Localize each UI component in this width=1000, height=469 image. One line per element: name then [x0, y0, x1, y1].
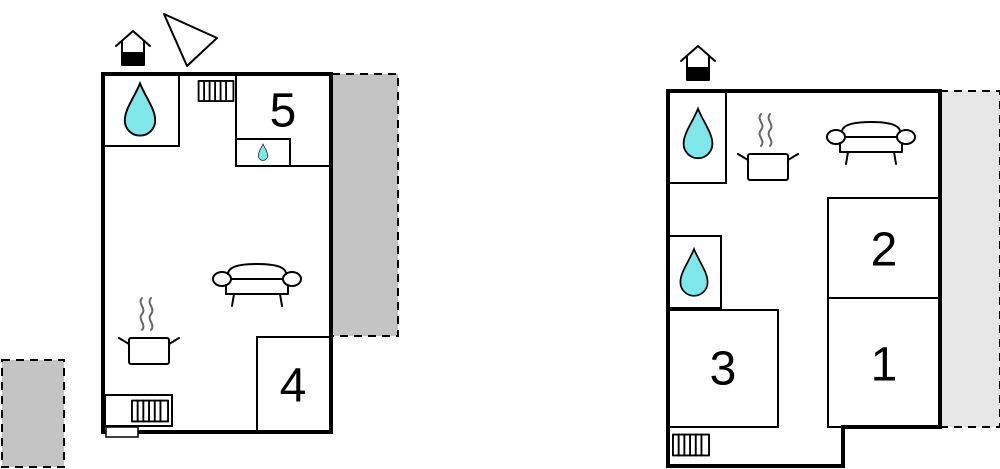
house-icon	[679, 44, 717, 82]
room-number-1: 1	[871, 339, 898, 392]
terrace-right	[331, 73, 399, 337]
radiator-icon	[131, 399, 169, 423]
bedroom-1	[827, 297, 941, 428]
floor-plan-right: 2 3 1	[666, 44, 1000, 468]
north-arrow-icon	[163, 13, 218, 67]
sofa-icon	[826, 121, 916, 165]
terrace-bottom-left	[1, 359, 65, 468]
room-number-2: 2	[871, 224, 898, 277]
bedroom: 1	[827, 297, 941, 428]
water-drop-icon	[123, 82, 157, 137]
bedroom-3	[667, 309, 779, 428]
bedroom: 3	[667, 309, 779, 428]
shower-area	[235, 138, 291, 167]
sofa-icon	[212, 263, 302, 307]
small-water-drop-icon	[257, 143, 269, 161]
bedroom-4	[256, 336, 332, 433]
bathroom	[667, 235, 722, 309]
terrace-right	[939, 90, 1000, 428]
water-drop-icon	[682, 107, 714, 160]
cooking-pot-icon	[118, 297, 180, 365]
floor-plan-left: 5 4	[1, 13, 399, 468]
radiator-icon	[672, 433, 710, 457]
room-number-5: 5	[270, 85, 297, 138]
bedroom: 5	[235, 73, 332, 167]
outer-wall	[101, 72, 333, 434]
radiator-icon	[197, 80, 235, 102]
house-icon	[115, 30, 151, 66]
room-number-3: 3	[710, 343, 737, 396]
bathroom	[667, 90, 727, 184]
room-number-4: 4	[280, 360, 307, 413]
cooking-pot-icon	[737, 113, 799, 181]
entry-area	[104, 394, 173, 427]
door-step	[105, 426, 139, 438]
bedroom: 2	[827, 197, 941, 299]
bathroom	[102, 73, 180, 147]
water-drop-icon	[679, 248, 709, 297]
bedroom: 4	[256, 336, 332, 433]
